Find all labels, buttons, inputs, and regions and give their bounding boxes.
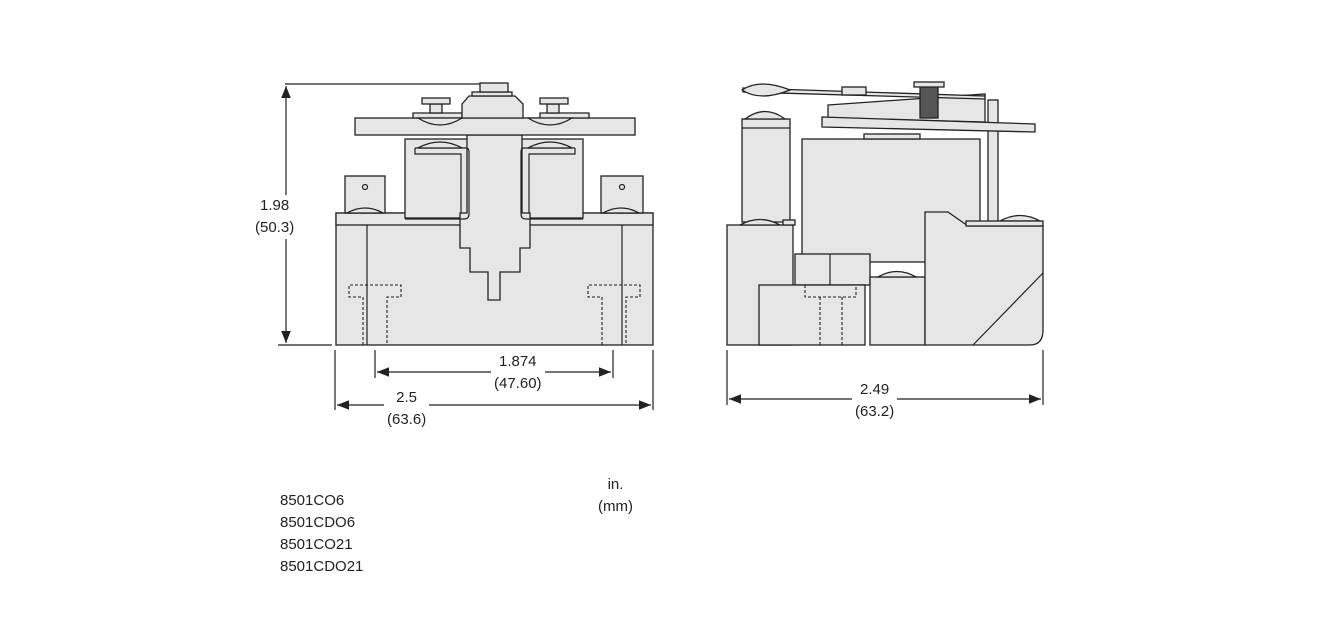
mount-spacing-label: 1.874 (47.60) [491,351,545,395]
part-number: 8501CO6 [280,492,345,509]
depth-dimension-label: 2.49 (63.2) [852,379,898,423]
width-inches: 2.5 [396,389,418,406]
units-secondary: (mm) [598,498,633,515]
height-dimension-label: 1.98 (50.3) [252,195,298,239]
height-inches: 1.98 [259,197,290,214]
part-number: 8501CO21 [280,536,353,553]
units-primary: in. [607,476,624,493]
units-legend: in. (mm) [598,474,633,518]
mount-spacing-inches: 1.874 [498,353,537,370]
width-mm: (63.6) [387,411,427,428]
depth-inches: 2.49 [859,381,890,398]
mount-spacing-mm: (47.60) [494,375,542,392]
part-number: 8501CDO6 [280,514,356,531]
depth-mm: (63.2) [855,403,895,420]
side-view [726,81,1044,346]
part-number: 8501CDO21 [280,558,364,575]
width-dimension-label: 2.5 (63.6) [384,387,430,431]
part-number-list: 8501CO6 8501CDO6 8501CO21 8501CDO21 [280,490,363,578]
front-view [335,82,654,346]
height-mm: (50.3) [255,219,295,236]
